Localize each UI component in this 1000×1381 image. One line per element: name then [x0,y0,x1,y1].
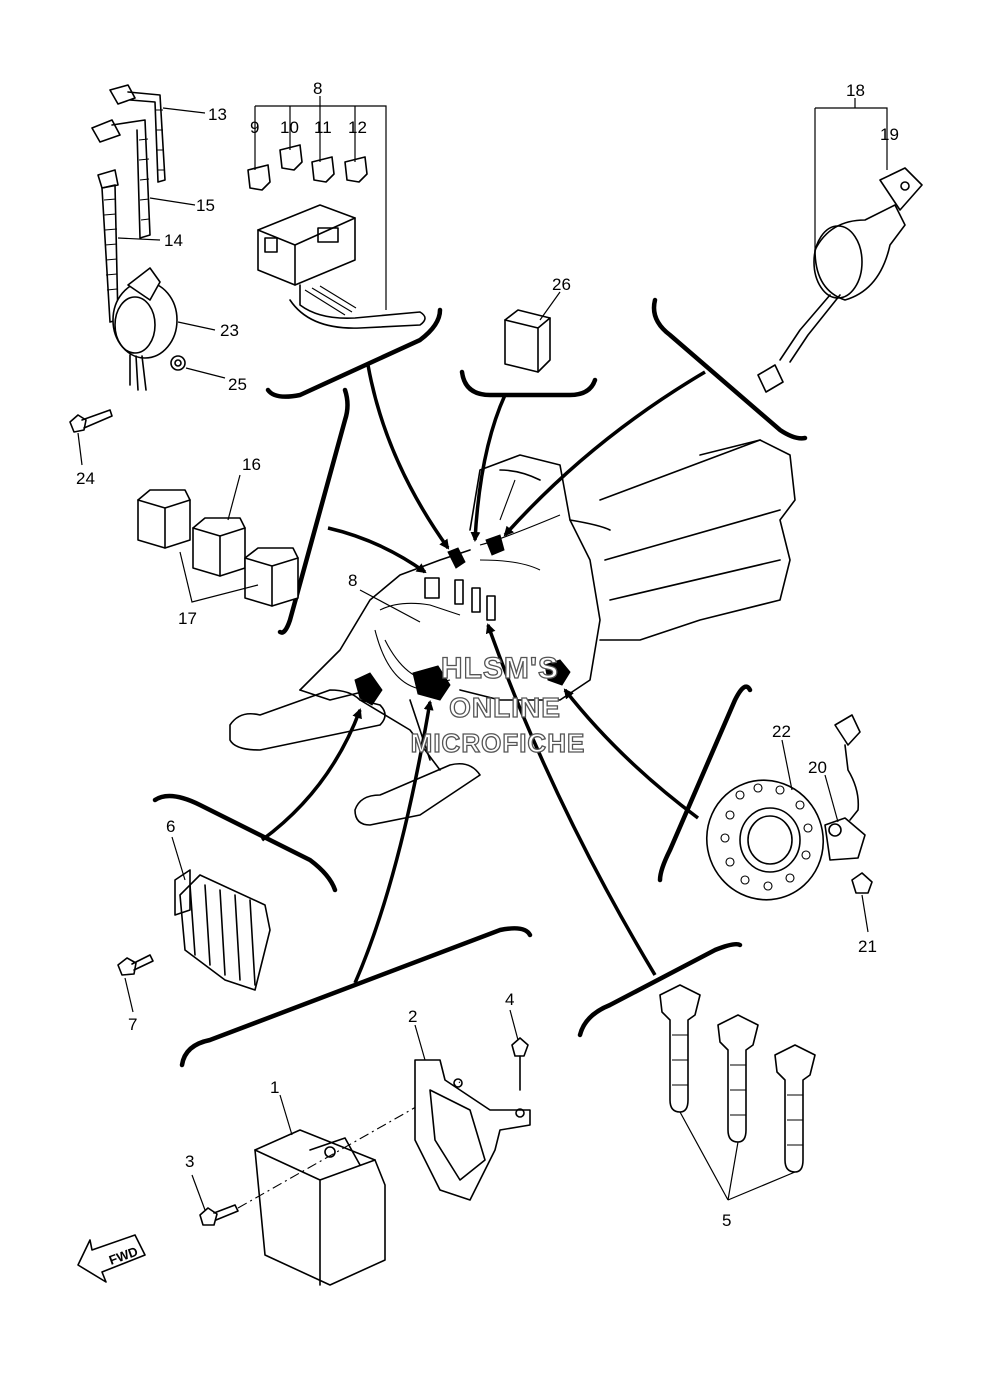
callout-25: 25 [228,375,247,394]
main-switch [757,98,923,393]
ignition-coils [659,984,816,1201]
cdi-bracket [414,1009,531,1201]
callout-4: 4 [505,990,514,1009]
callout-14: 14 [164,231,183,250]
callout-7: 7 [128,1015,137,1034]
pickup-sensor [824,714,873,933]
callout-11: 11 [314,118,332,137]
callout-9: 9 [250,118,259,137]
callout-1: 1 [270,1078,279,1097]
watermark: HLSM'S ONLINE MICROFICHE [410,651,586,758]
callout-22: 22 [772,722,791,741]
watermark-line3: MICROFICHE [411,728,586,758]
callout-18: 18 [846,81,865,100]
callout-8: 8 [313,79,322,98]
callout-20: 20 [808,758,827,777]
callout-13: 13 [208,105,227,124]
fwd-arrow: FWD [77,1234,146,1283]
cdi-unit [191,1081,461,1286]
watermark-line2: ONLINE [449,692,561,723]
callout-24: 24 [76,469,95,488]
callout-6: 6 [166,817,175,836]
callout-16: 16 [242,455,261,474]
callout-8-harness: 8 [348,571,357,590]
callout-12: 12 [348,118,367,137]
group-brackets [152,297,808,1068]
callout-2: 2 [408,1007,417,1026]
buzzer [69,267,226,466]
callout-19: 19 [880,125,899,144]
callout-3: 3 [185,1152,194,1171]
callout-21: 21 [858,937,877,956]
callout-10: 10 [280,118,299,137]
snowmobile-chassis [229,439,796,826]
pickup-rotor [705,739,825,901]
fuse-leaders [254,96,387,310]
module-26 [504,291,561,373]
callout-23: 23 [220,321,239,340]
callout-26: 26 [552,275,571,294]
relays [137,474,299,607]
cable-ties [91,84,206,323]
callout-17: 17 [178,609,197,628]
fuse-box [257,204,426,329]
watermark-line1: HLSM'S [441,652,559,685]
pointer-arrows [260,364,706,984]
fuses [247,144,368,191]
rectifier [117,836,271,1013]
callout-5: 5 [722,1211,731,1230]
callout-labels: 1 2 3 4 5 6 7 8 9 10 11 12 13 14 15 16 1… [76,79,899,1230]
callout-15: 15 [196,196,215,215]
